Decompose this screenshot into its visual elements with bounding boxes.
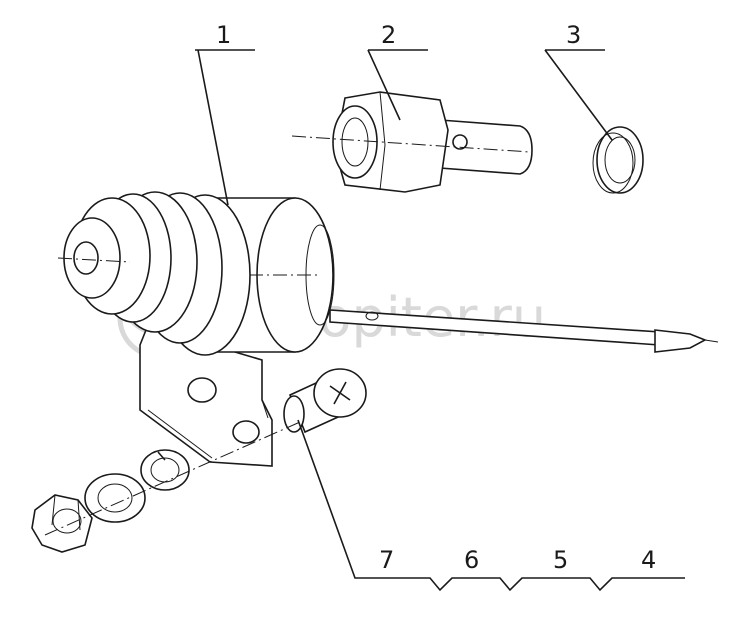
part-7-screw: [283, 368, 367, 434]
actuator-pushrod: [329, 309, 719, 353]
callout-3: 3: [566, 21, 581, 49]
callout-1: 1: [216, 21, 231, 49]
part-2-fitting: [291, 91, 533, 193]
part-6-spring-washer: [140, 449, 190, 491]
callout-6: 6: [464, 546, 479, 574]
callout-labels: 1 2 3 4 5 6 7: [216, 21, 656, 574]
callout-5: 5: [553, 546, 568, 574]
callout-4: 4: [641, 546, 656, 574]
callout-leaders: [195, 49, 685, 592]
part-4-nut: [31, 494, 93, 553]
callout-2: 2: [381, 21, 396, 49]
part-3-washer: [592, 126, 644, 194]
callout-7: 7: [379, 546, 394, 574]
part-1-actuator: [57, 191, 335, 467]
phillips-head-icon: [329, 381, 351, 405]
part-5-flat-washer: [84, 473, 146, 523]
